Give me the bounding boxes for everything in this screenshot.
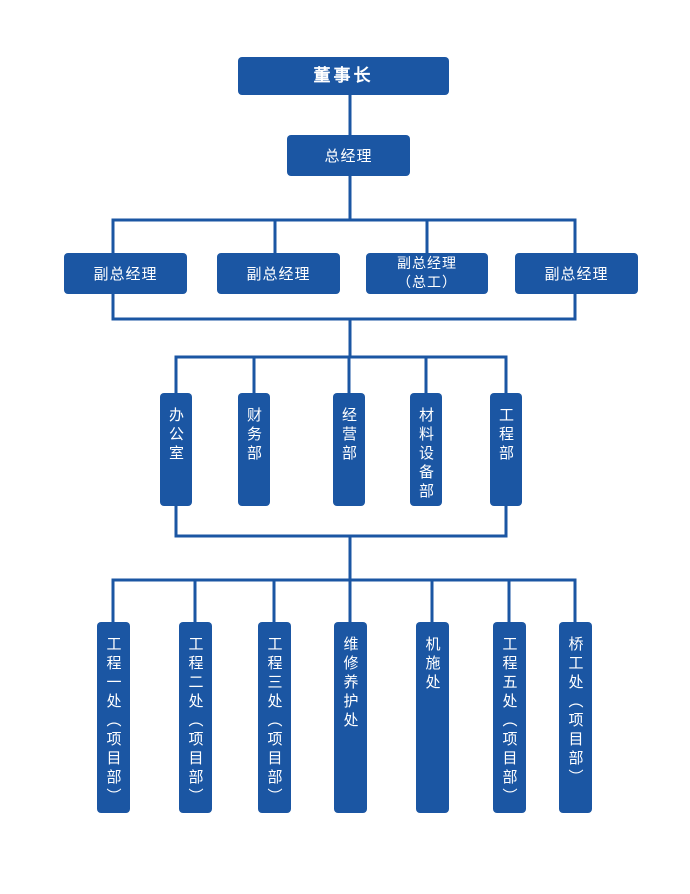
- branch-label: 工程一处（项目部）: [104, 636, 123, 807]
- deputy-node-1: 副总经理: [64, 253, 187, 294]
- deputy-label: 副总经理 （总工）: [397, 255, 457, 291]
- department-node-4: 材料设备部: [410, 393, 442, 506]
- deputy-node-3: 副总经理 （总工）: [366, 253, 488, 294]
- department-node-3: 经营部: [333, 393, 365, 506]
- deputy-label: 副总经理: [544, 264, 609, 283]
- branch-node-1: 工程一处（项目部）: [97, 622, 130, 813]
- branch-label: 机施处: [423, 636, 442, 693]
- branch-label: 工程三处（项目部）: [265, 636, 284, 807]
- branch-label: 维修养护处: [341, 636, 360, 731]
- department-label: 经营部: [340, 407, 358, 464]
- department-label: 材料设备部: [417, 407, 435, 502]
- deputy-node-4: 副总经理: [515, 253, 638, 294]
- department-node-5: 工程部: [490, 393, 522, 506]
- branch-node-5: 机施处: [416, 622, 449, 813]
- branch-node-6: 工程五处（项目部）: [493, 622, 526, 813]
- branch-label: 桥工处（项目部）: [566, 636, 585, 788]
- branch-label: 工程二处（项目部）: [186, 636, 205, 807]
- branch-node-3: 工程三处（项目部）: [258, 622, 291, 813]
- deputy-node-2: 副总经理: [217, 253, 340, 294]
- chairman-label: 董事长: [313, 66, 374, 86]
- department-label: 财务部: [245, 407, 263, 464]
- department-node-2: 财务部: [238, 393, 270, 506]
- general-manager-node: 总经理: [287, 135, 410, 176]
- deputy-label: 副总经理: [246, 264, 311, 283]
- branch-node-7: 桥工处（项目部）: [559, 622, 592, 813]
- branch-node-2: 工程二处（项目部）: [179, 622, 212, 813]
- branch-label: 工程五处（项目部）: [500, 636, 519, 807]
- deputy-label: 副总经理: [93, 264, 158, 283]
- department-label: 办公室: [167, 407, 185, 464]
- branch-node-4: 维修养护处: [334, 622, 367, 813]
- general-manager-label: 总经理: [324, 146, 373, 165]
- chairman-node: 董事长: [238, 57, 449, 95]
- department-label: 工程部: [497, 407, 515, 464]
- department-node-1: 办公室: [160, 393, 192, 506]
